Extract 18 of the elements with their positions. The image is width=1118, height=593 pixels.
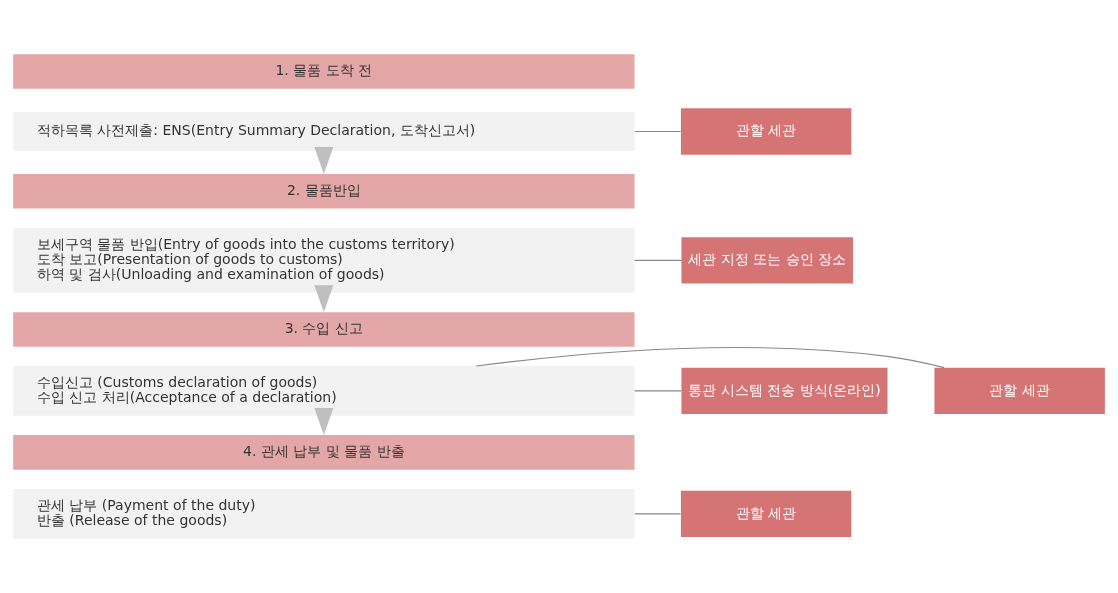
connector	[634, 259, 682, 261]
node-box: 관할 세관	[680, 490, 852, 538]
node-box: 관할 세관	[934, 367, 1105, 415]
node-box: 1. 물품 도착 전	[13, 54, 635, 89]
connector	[634, 513, 681, 515]
node-box: 관세 납부 (Payment of the duty) 반출 (Release of the goods)	[13, 489, 635, 539]
connector	[634, 130, 681, 132]
connector	[634, 390, 682, 392]
connector	[475, 347, 945, 369]
node-box: 세관 지정 또는 승인 장소	[681, 237, 853, 284]
node-box: 2. 물품반입	[13, 174, 635, 209]
arrow	[314, 407, 334, 436]
node-box: 관할 세관	[680, 108, 852, 155]
arrow	[314, 285, 334, 313]
node-box: 통관 시스템 전송 방식(온라인)	[681, 367, 888, 415]
node-box: 3. 수입 신고	[13, 312, 635, 347]
arrow	[314, 147, 334, 175]
node-box: 4. 관세 납부 및 물품 반출	[13, 435, 635, 470]
